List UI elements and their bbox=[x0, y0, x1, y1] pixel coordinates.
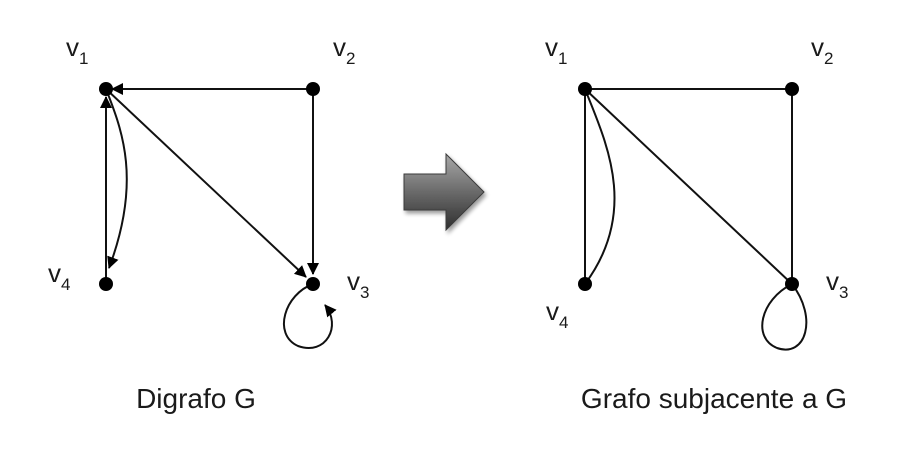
node-v3 bbox=[785, 277, 799, 291]
label-v3: v3 bbox=[347, 266, 369, 302]
edge-v1-v3 bbox=[584, 88, 793, 285]
label-v2: v2 bbox=[811, 32, 833, 68]
caption-digraph: Digrafo G bbox=[136, 383, 256, 414]
arc-v3-loop bbox=[282, 283, 337, 349]
underlying-graph: v1 v2 v3 v4 Grafo subjacente a G bbox=[545, 32, 848, 414]
arc-v1-v3 bbox=[105, 88, 307, 278]
label-v1: v1 bbox=[545, 32, 567, 68]
edge-v1-v4-curved bbox=[584, 88, 616, 285]
node-v2 bbox=[785, 82, 799, 96]
label-v2: v2 bbox=[333, 32, 355, 68]
edge-v3-loop bbox=[761, 283, 808, 351]
node-v4 bbox=[99, 277, 113, 291]
label-v1: v1 bbox=[66, 32, 88, 68]
digraph: v1 v2 v3 v4 Digrafo G bbox=[48, 32, 369, 414]
caption-underlying-graph: Grafo subjacente a G bbox=[581, 383, 847, 414]
node-v3 bbox=[306, 277, 320, 291]
label-v3: v3 bbox=[826, 266, 848, 302]
node-v1 bbox=[578, 82, 592, 96]
transform-arrow-icon bbox=[403, 152, 485, 232]
label-v4: v4 bbox=[546, 296, 568, 332]
arc-v1-v4 bbox=[105, 88, 128, 269]
label-v4: v4 bbox=[48, 258, 70, 294]
node-v2 bbox=[306, 82, 320, 96]
node-v1 bbox=[99, 82, 113, 96]
node-v4 bbox=[578, 277, 592, 291]
